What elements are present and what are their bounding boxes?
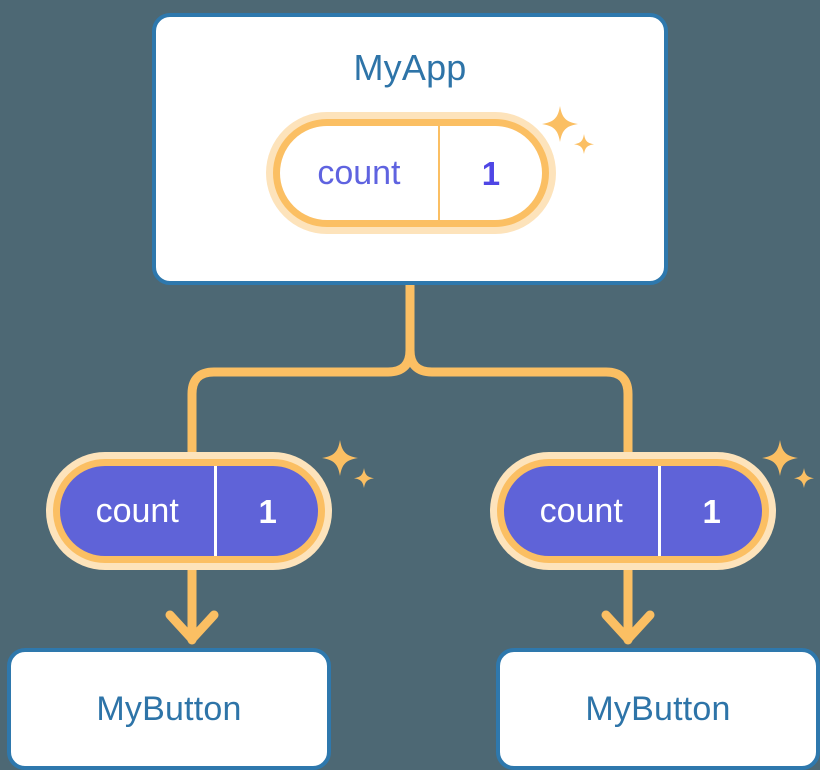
connector-left-branch: [187, 280, 415, 457]
page-title: MyApp: [353, 47, 467, 88]
arrow-head-left-icon: [165, 610, 219, 644]
mybutton-component-card-left[interactable]: MyButton: [7, 648, 331, 770]
state-pill-body: count 1: [53, 459, 325, 563]
state-pill-child-right[interactable]: count 1: [490, 452, 776, 570]
state-key-label: count: [280, 126, 440, 220]
connector-right-branch: [405, 280, 633, 457]
arrow-head-right-icon: [601, 610, 655, 644]
card-title: MyButton: [585, 690, 731, 728]
state-value-label: 1: [258, 492, 277, 530]
state-pill-body: count 1: [497, 459, 769, 563]
state-key-label: count: [504, 466, 662, 556]
state-value-label: 1: [702, 492, 721, 530]
state-value-label: 1: [481, 154, 501, 192]
mybutton-component-card-right[interactable]: MyButton: [496, 648, 820, 770]
state-pill-body: count 1: [273, 119, 549, 227]
state-pill-child-left[interactable]: count 1: [46, 452, 332, 570]
card-title: MyButton: [96, 690, 242, 728]
state-key-label: count: [60, 466, 218, 556]
state-pill-myapp[interactable]: count 1: [266, 112, 556, 234]
